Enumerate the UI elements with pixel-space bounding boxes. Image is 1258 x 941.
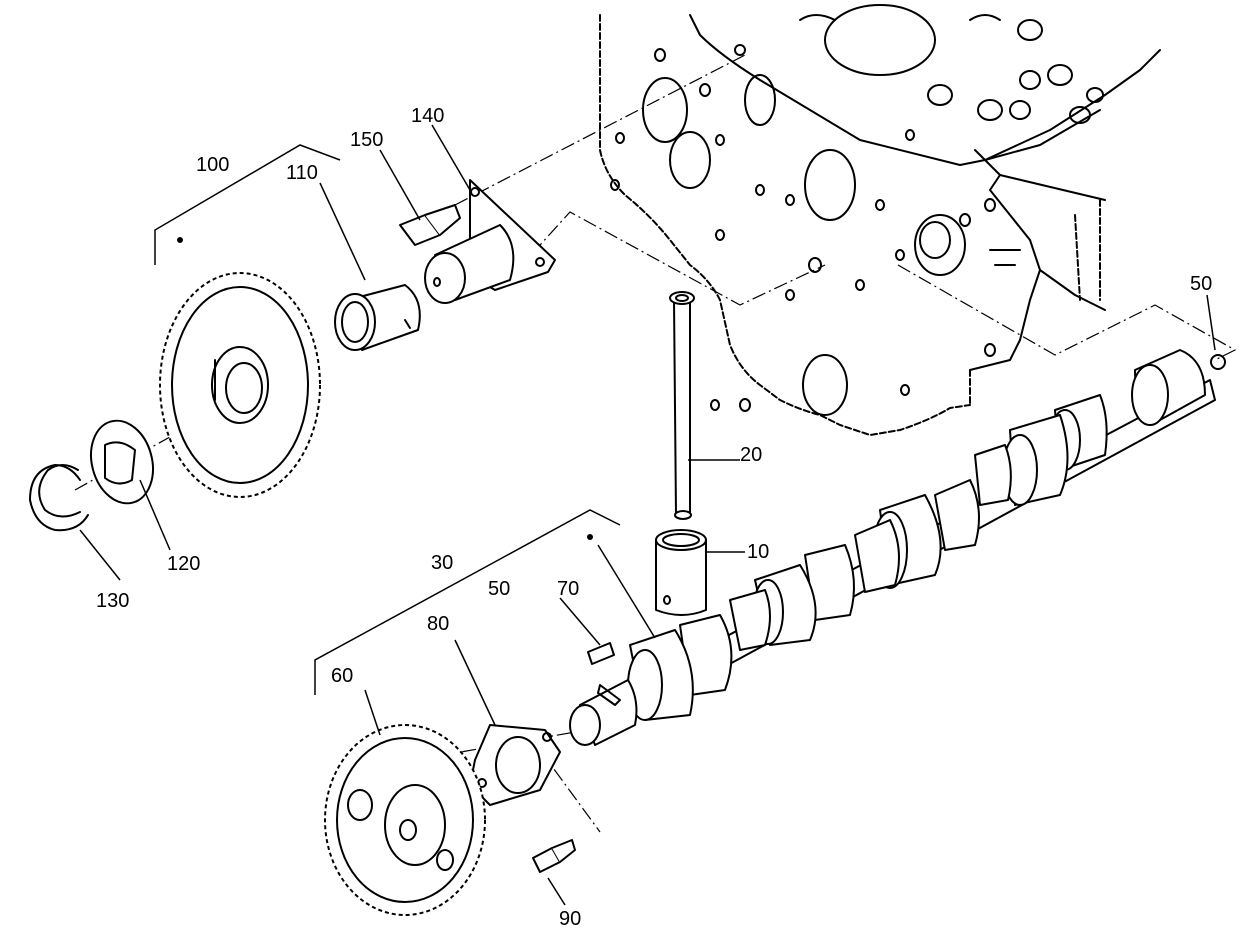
cam-gear-60 [324,724,486,916]
callout-30: 30 [431,552,453,574]
camshaft-50 [569,349,1226,746]
callout-140: 140 [411,105,444,127]
callout-130: 130 [96,590,129,612]
callout-80: 80 [427,613,449,635]
engine-block [599,4,1161,436]
callout-90: 90 [559,908,581,930]
leader-lines [79,124,1216,906]
callout-50-plug: 50 [1190,273,1212,295]
bolt-90 [532,839,576,873]
callout-100: 100 [196,154,229,176]
idler-gear-100 [159,272,321,498]
callout-50-camshaft: 50 [488,578,510,600]
tappet-10 [655,529,707,616]
idler-shaft-140 [424,179,556,304]
callout-20: 20 [740,444,762,466]
bushing-110 [334,284,421,351]
push-rod-20 [669,291,695,520]
callout-150: 150 [350,129,383,151]
callout-70: 70 [557,578,579,600]
callout-110: 110 [286,162,318,184]
snap-ring-130 [29,464,89,532]
callout-120: 120 [167,553,200,575]
callout-10: 10 [747,541,769,563]
thrust-plate-80 [469,724,561,806]
bolt-150 [399,204,461,246]
assembly-brackets [154,144,621,695]
callout-labels: 100 110 150 140 50 20 10 30 50 70 80 60 … [96,105,1212,930]
thrust-washer-120 [90,419,154,505]
callout-60: 60 [331,665,353,687]
key-70 [587,642,615,665]
